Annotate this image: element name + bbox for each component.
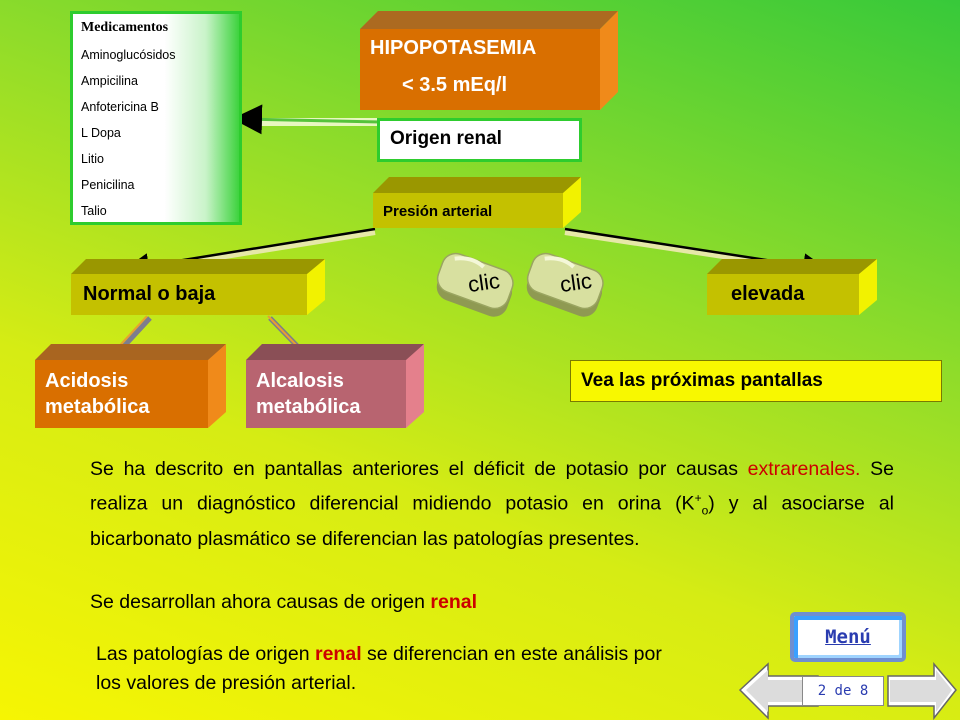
medications-panel: Medicamentos Aminoglucósidos Ampicilina … bbox=[70, 11, 242, 225]
potassium-threshold: < 3.5 mEq/l bbox=[402, 74, 508, 96]
page-indicator: 2 de 8 bbox=[802, 676, 884, 706]
elevada-label: elevada bbox=[707, 274, 859, 315]
medication-item: Aminoglucósidos bbox=[81, 48, 176, 62]
hipopotasemia-title: HIPOPOTASEMIA bbox=[370, 37, 537, 59]
previous-page-arrow-icon[interactable] bbox=[738, 662, 819, 720]
pressure-label: Presión arterial bbox=[373, 193, 563, 228]
medication-item: Anfotericina B bbox=[81, 100, 159, 114]
extrarenal-highlight: extrarenales. bbox=[747, 458, 861, 480]
origin-renal-box: Origen renal bbox=[377, 118, 582, 162]
acidosis-label: Acidosis metabólica bbox=[35, 360, 208, 428]
acidosis-box: Acidosis metabólica bbox=[35, 344, 226, 428]
clic-button-right[interactable]: clic bbox=[522, 252, 612, 322]
pressure-box: Presión arterial bbox=[373, 177, 581, 228]
renal-highlight: renal bbox=[315, 643, 362, 665]
menu-button[interactable]: Menú bbox=[790, 612, 906, 662]
alcalosis-label: Alcalosis metabólica bbox=[246, 360, 406, 428]
clic-button-left[interactable]: clic bbox=[432, 252, 522, 322]
see-next-screens-note: Vea las próximas pantallas bbox=[570, 360, 942, 402]
hipopotasemia-box: HIPOPOTASEMIA < 3.5 mEq/l bbox=[360, 11, 618, 110]
clic-label: clic bbox=[466, 267, 502, 298]
next-page-arrow-icon[interactable] bbox=[887, 662, 957, 720]
renal-origin-paragraph: Se desarrollan ahora causas de origen re… bbox=[90, 591, 477, 613]
medication-item: L Dopa bbox=[81, 126, 121, 140]
elevada-box: elevada bbox=[707, 259, 877, 315]
intro-paragraph: Se ha descrito en pantallas anteriores e… bbox=[90, 458, 895, 551]
medication-item: Litio bbox=[81, 152, 104, 166]
clic-label: clic bbox=[558, 267, 594, 298]
normal-baja-label: Normal o baja bbox=[71, 274, 307, 315]
medications-title: Medicamentos bbox=[81, 20, 169, 35]
pressure-analysis-paragraph: Las patologías de origen renal se difere… bbox=[96, 643, 662, 694]
nav-arrows bbox=[738, 662, 957, 720]
alcalosis-box: Alcalosis metabólica bbox=[246, 344, 424, 428]
renal-highlight: renal bbox=[430, 591, 477, 613]
medication-item: Ampicilina bbox=[81, 74, 138, 88]
medication-item: Talio bbox=[81, 204, 107, 218]
normal-baja-box: Normal o baja bbox=[71, 259, 325, 315]
medication-item: Penicilina bbox=[81, 178, 135, 192]
